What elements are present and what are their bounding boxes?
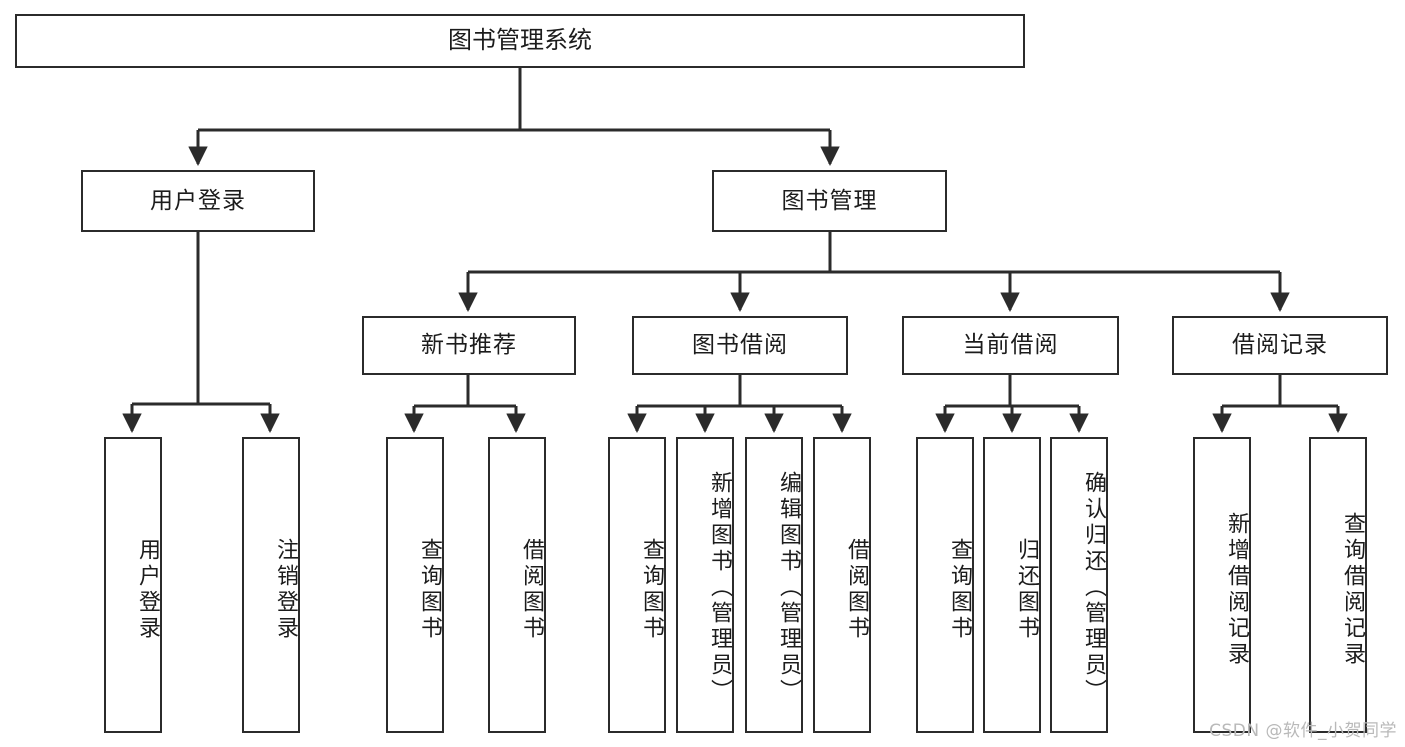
node-root-book-management-system[interactable]: 图书管理系统 [15, 14, 1025, 68]
leaf-borrow-records-query-record[interactable]: 查询借阅记录 [1309, 437, 1367, 733]
node-book-borrow[interactable]: 图书借阅 [632, 316, 848, 375]
leaf-current-borrow-confirm-return-admin[interactable]: 确认归还（管理员） [1050, 437, 1108, 733]
node-label: 注销登录 [273, 538, 298, 642]
leaf-user-login-login[interactable]: 用户登录 [104, 437, 162, 733]
node-label: 编辑图书（管理员） [776, 471, 801, 705]
node-label: 图书管理 [781, 187, 878, 214]
node-label: 新增借阅记录 [1224, 512, 1249, 668]
node-label: 当前借阅 [962, 332, 1059, 359]
leaf-user-login-logout[interactable]: 注销登录 [242, 437, 300, 733]
node-label: 新增图书（管理员） [707, 471, 732, 705]
node-label: 用户登录 [150, 187, 246, 214]
leaf-book-borrow-add-book-admin[interactable]: 新增图书（管理员） [676, 437, 734, 733]
node-label: 归还图书 [1014, 538, 1039, 642]
node-label: 确认归还（管理员） [1081, 471, 1106, 705]
node-new-book-recommend[interactable]: 新书推荐 [362, 316, 576, 375]
leaf-current-borrow-return-book[interactable]: 归还图书 [983, 437, 1041, 733]
node-borrow-records[interactable]: 借阅记录 [1172, 316, 1388, 375]
node-label: 查询图书 [639, 538, 664, 642]
node-label: 图书借阅 [692, 332, 788, 359]
leaf-borrow-records-add-record[interactable]: 新增借阅记录 [1193, 437, 1251, 733]
leaf-new-book-query-book[interactable]: 查询图书 [386, 437, 444, 733]
leaf-current-borrow-query-book[interactable]: 查询图书 [916, 437, 974, 733]
node-label: 借阅图书 [519, 538, 544, 642]
node-label: 图书管理系统 [448, 26, 592, 55]
node-label: 借阅图书 [844, 538, 869, 642]
node-book-management[interactable]: 图书管理 [712, 170, 947, 232]
node-label: 查询借阅记录 [1340, 512, 1365, 668]
node-label: 查询图书 [417, 538, 442, 642]
node-current-borrow[interactable]: 当前借阅 [902, 316, 1119, 375]
leaf-new-book-borrow-book[interactable]: 借阅图书 [488, 437, 546, 733]
leaf-book-borrow-query-book[interactable]: 查询图书 [608, 437, 666, 733]
leaf-book-borrow-borrow-book[interactable]: 借阅图书 [813, 437, 871, 733]
node-user-login[interactable]: 用户登录 [81, 170, 315, 232]
node-label: 借阅记录 [1232, 332, 1328, 359]
node-label: 查询图书 [947, 538, 972, 642]
node-label: 新书推荐 [421, 332, 517, 359]
watermark: CSDN @软件_小贺同学 [1209, 721, 1397, 741]
leaf-book-borrow-edit-book-admin[interactable]: 编辑图书（管理员） [745, 437, 803, 733]
node-label: 用户登录 [135, 538, 160, 642]
